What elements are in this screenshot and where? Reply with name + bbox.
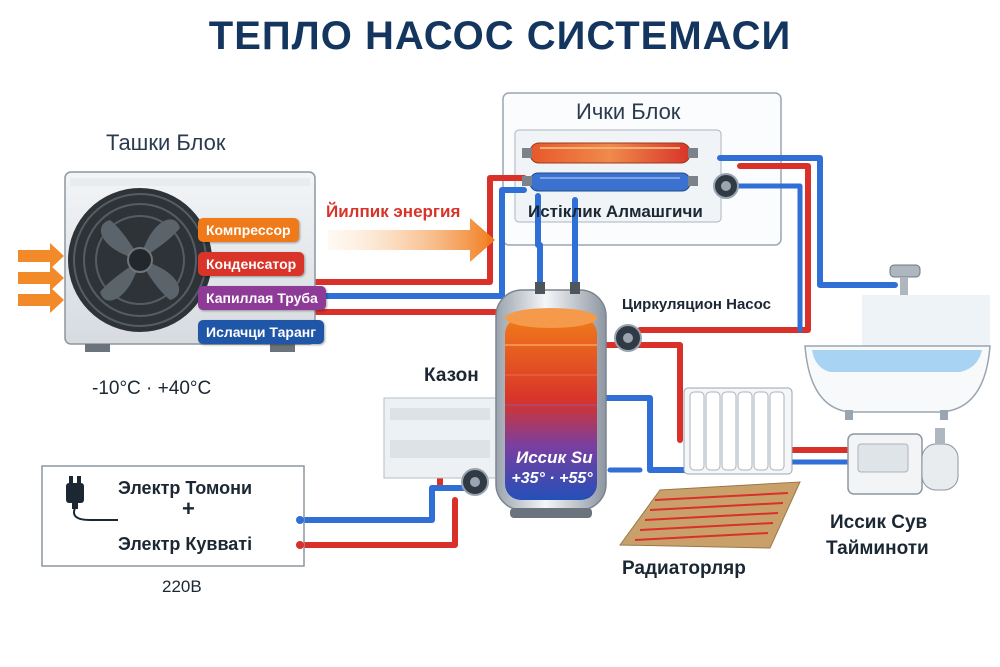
boiler-icon — [383, 397, 497, 479]
page-title: ТЕПЛО НАСОС СИСТЕМАСИ — [208, 14, 792, 58]
radiator-icon — [683, 387, 793, 475]
connector-icon — [296, 516, 304, 524]
electric-side-label: Электр Томони — [118, 478, 253, 498]
capillary-label: Капиллая Труба — [198, 286, 326, 310]
pump-icon — [713, 173, 739, 199]
electric-power-label: Электр Кувватi — [118, 534, 253, 554]
hot-water-supply-label-2: Тайминоти — [826, 538, 929, 559]
pipes — [297, 155, 898, 548]
connector-icon — [296, 541, 304, 549]
tank-hot-water-label: Иссик Su — [516, 448, 593, 467]
pump-icon — [614, 324, 642, 352]
air-arrows-icon — [18, 243, 64, 313]
fan-icon — [68, 188, 212, 332]
tank-label: Казон — [424, 365, 479, 386]
water-heater-icon — [847, 428, 959, 495]
tank-temp-label: +35° · +55° — [511, 470, 593, 487]
hot-water-supply-label-1: Иссик Сув — [830, 512, 928, 533]
bathtub-icon — [804, 295, 991, 420]
voltage-label: 220В — [162, 577, 202, 596]
plug-icon — [66, 476, 84, 509]
energy-arrow-icon — [328, 218, 495, 262]
exchanger-label: Истiклик Алмашгичи — [528, 202, 703, 221]
outdoor-unit-title: Ташки Блок — [106, 130, 226, 155]
energy-label: Йилпик энергия — [326, 202, 461, 221]
indoor-unit-title: Ички Блок — [576, 99, 681, 124]
temp-range: -10°C · +40°C — [92, 378, 212, 399]
condenser-label: Конденсатор — [198, 252, 305, 276]
tank — [495, 282, 607, 518]
electric-panel — [41, 465, 305, 567]
heat-exchanger — [522, 142, 698, 192]
pump-icon — [461, 468, 489, 496]
evaporator-label: Ислачци Таранг — [198, 320, 325, 344]
radiators-label: Радиаторляр — [622, 558, 746, 579]
circulation-pump-label: Циркуляцион Насос — [622, 296, 771, 313]
compressor-label: Компрессор — [198, 218, 299, 242]
electric-plus: + — [182, 496, 195, 521]
floor-heating-icon — [619, 481, 801, 549]
